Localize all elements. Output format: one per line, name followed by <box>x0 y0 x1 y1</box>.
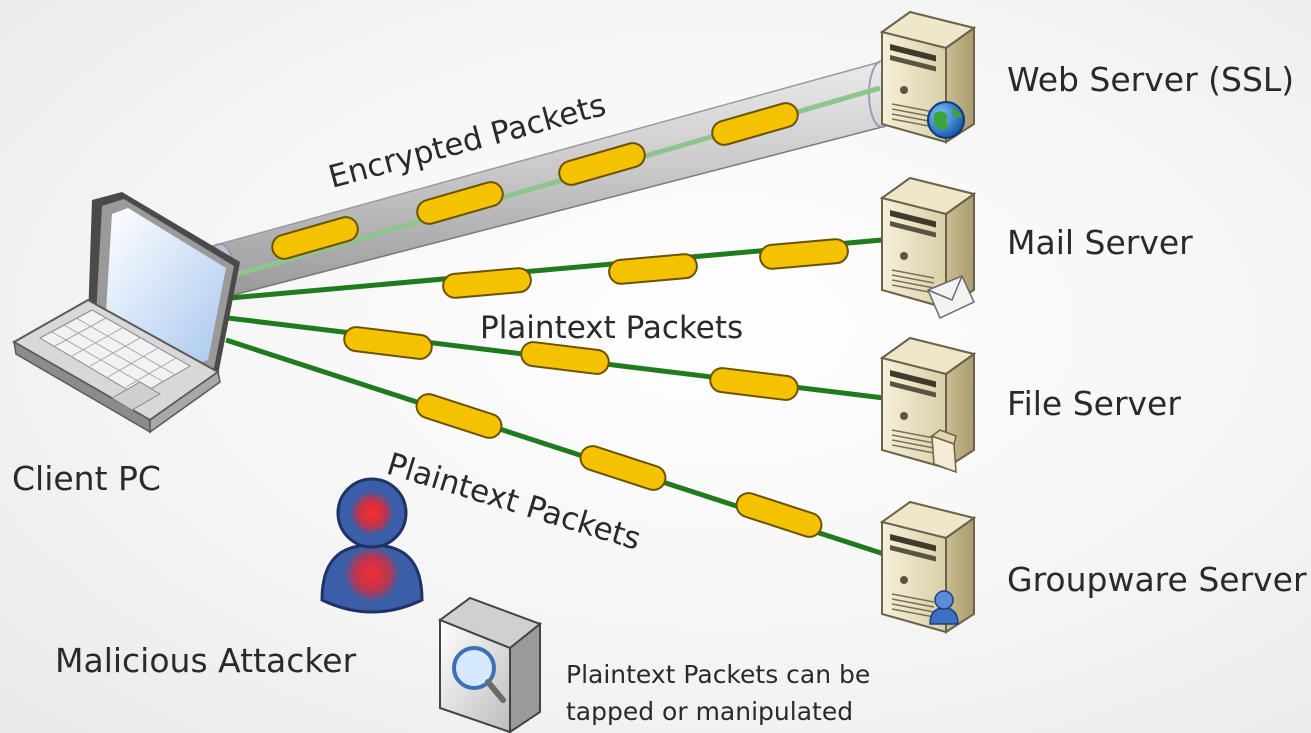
packet <box>415 393 503 439</box>
packet <box>579 445 667 491</box>
packet <box>416 181 504 225</box>
packets-layer <box>271 102 849 538</box>
note-line-1: Plaintext Packets can be <box>566 660 870 689</box>
magnifier-icon <box>437 596 543 733</box>
packet <box>711 102 799 146</box>
mail-server-label: Mail Server <box>1007 223 1193 262</box>
server-icon <box>879 176 977 320</box>
packet <box>271 216 359 260</box>
client-pc-label: Client PC <box>12 459 161 498</box>
packet <box>759 238 849 270</box>
packet <box>520 341 610 375</box>
globe-icon <box>927 101 965 139</box>
document-icon <box>930 429 957 474</box>
servers-layer <box>879 10 977 634</box>
attacker-person-icon <box>320 477 424 614</box>
server-icon <box>879 336 977 474</box>
envelope-icon <box>927 275 975 320</box>
server-icon <box>879 500 977 634</box>
user-icon <box>929 590 959 625</box>
packet <box>343 326 433 360</box>
packet <box>558 142 646 186</box>
groupware-server-label: Groupware Server <box>1007 560 1307 599</box>
packet <box>608 253 698 285</box>
packet <box>709 367 799 401</box>
web-server-label: Web Server (SSL) <box>1007 60 1294 99</box>
laptop-icon <box>11 192 240 434</box>
plaintext-packets-label-1: Plaintext Packets <box>480 310 743 346</box>
server-icon <box>879 10 977 144</box>
note-line-2: tapped or manipulated <box>566 697 853 726</box>
attacker-label: Malicious Attacker <box>55 641 357 680</box>
packet <box>735 492 823 538</box>
packet <box>442 267 532 299</box>
file-server-label: File Server <box>1007 384 1181 423</box>
